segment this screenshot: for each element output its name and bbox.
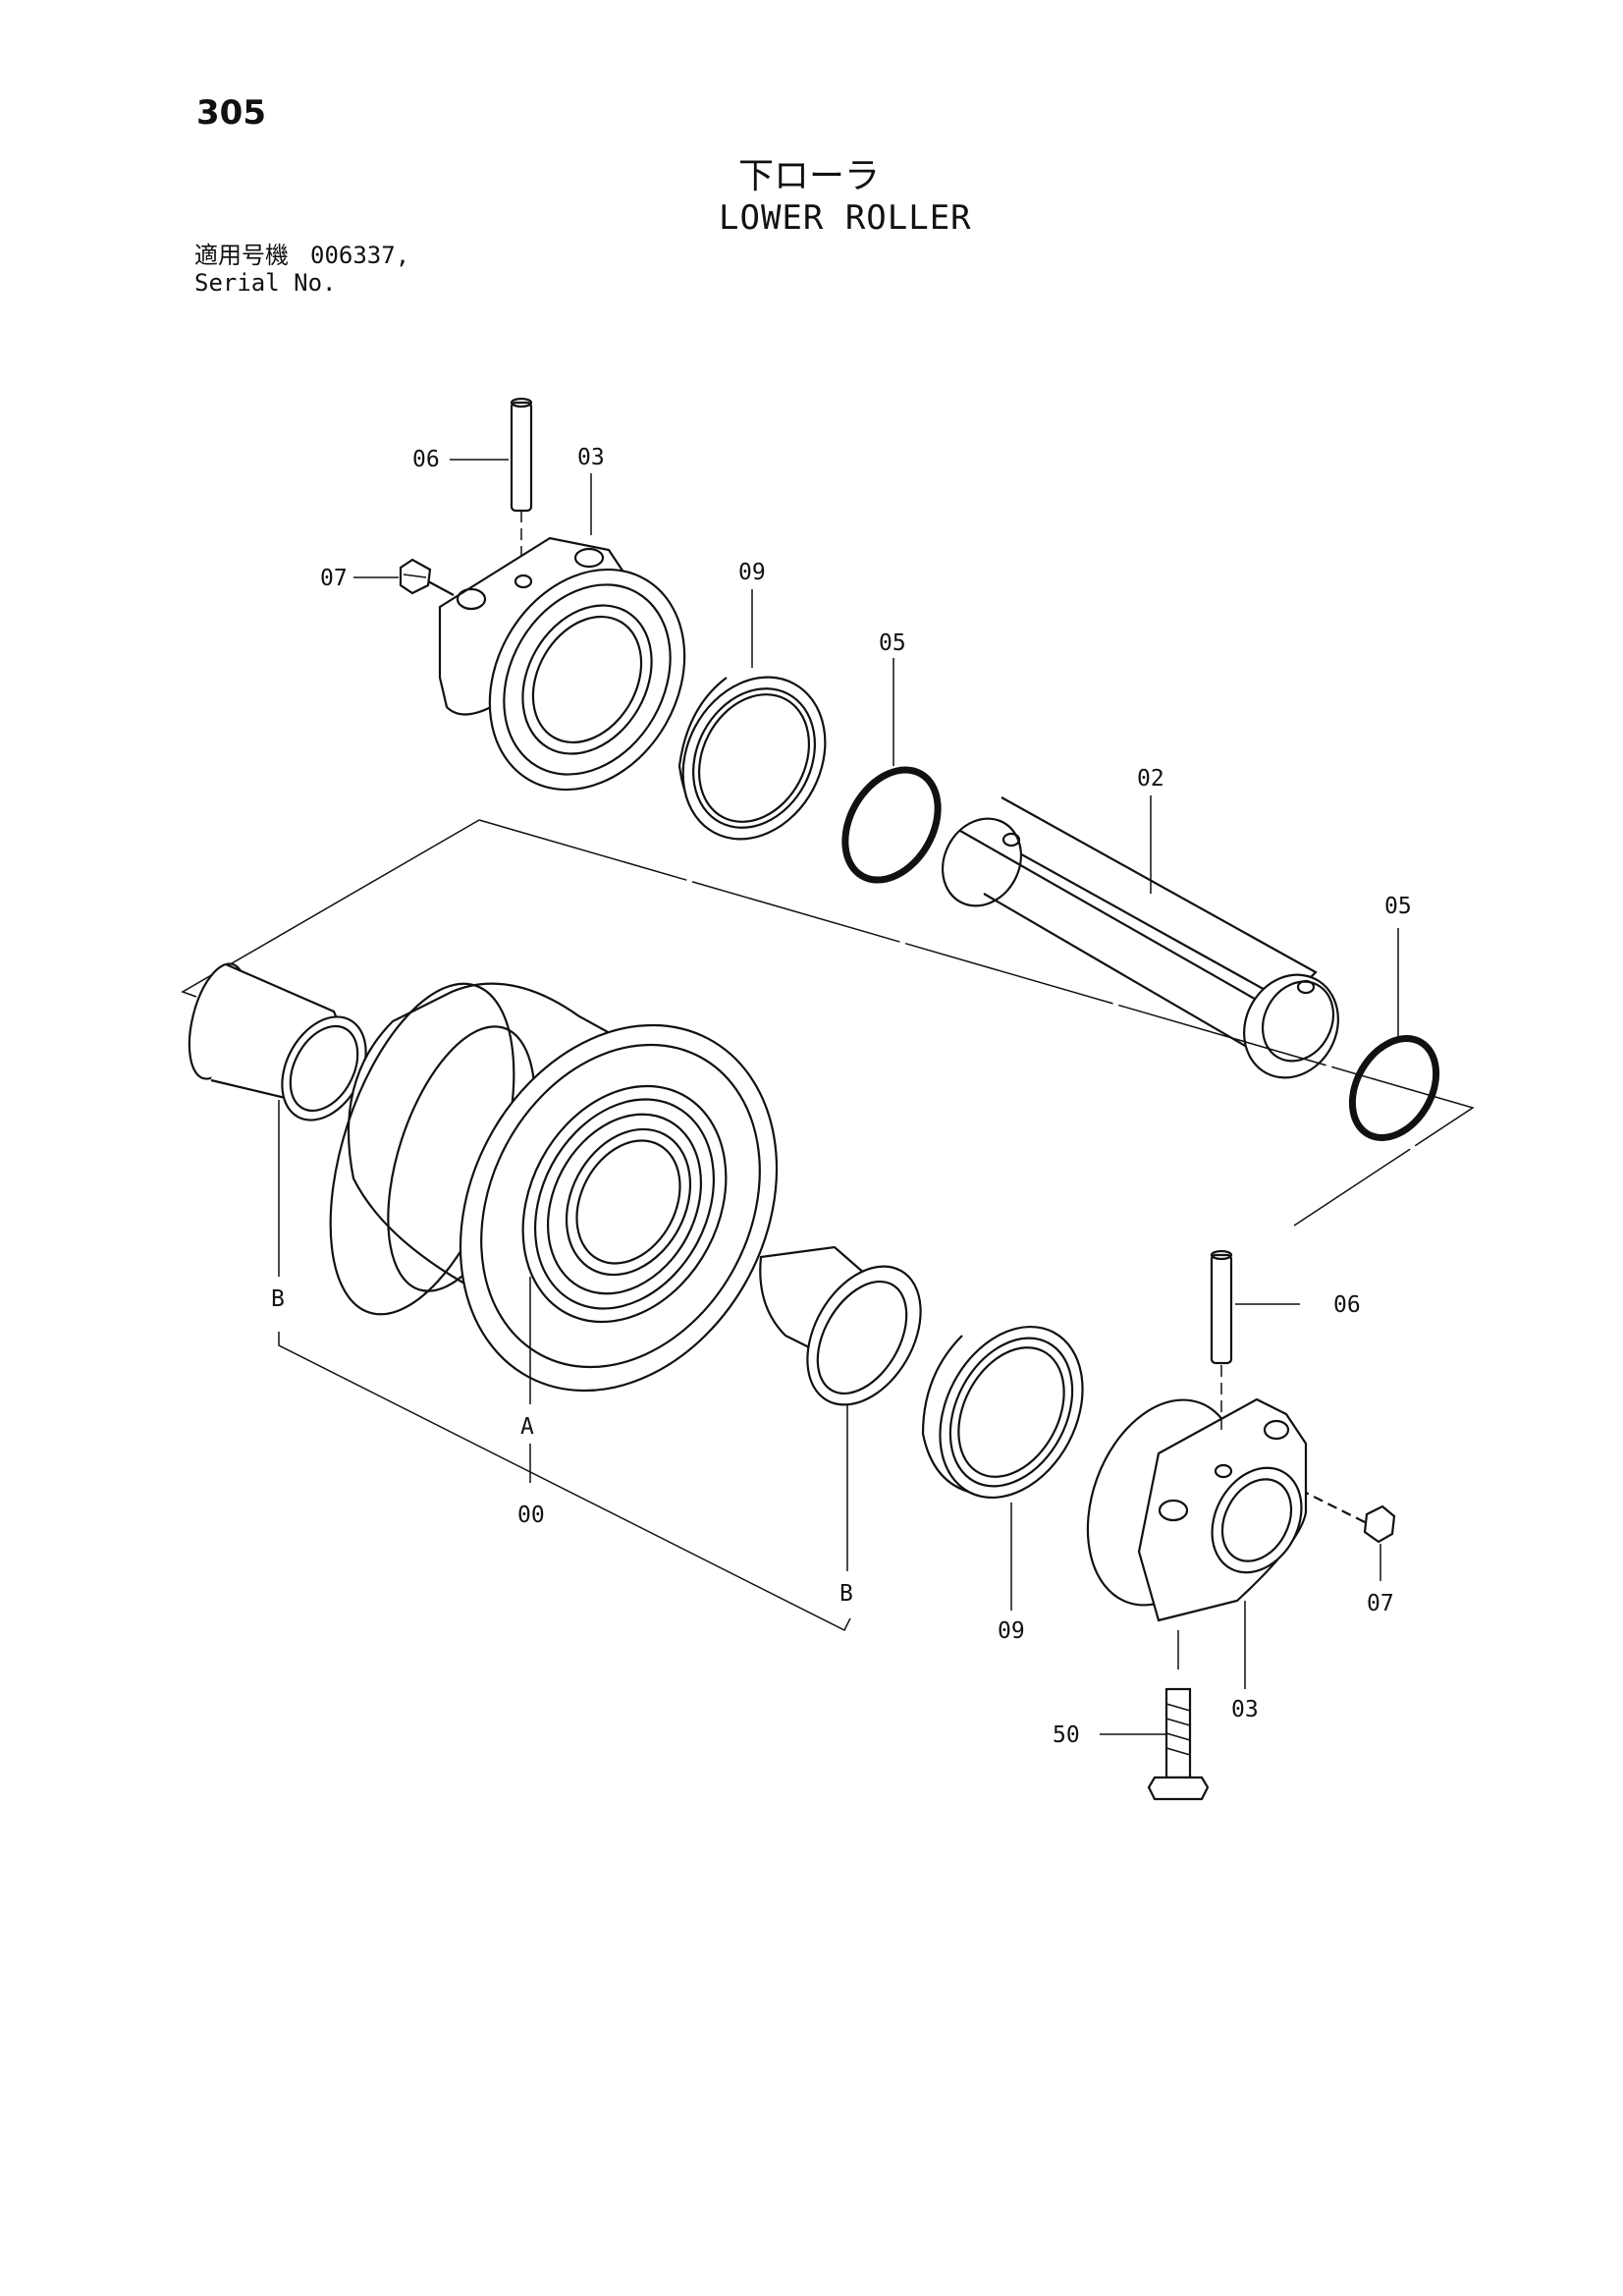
seal-09-top [677,589,827,841]
plug-07-bottom [1305,1492,1396,1544]
pin-06-top [510,397,533,589]
title-english: LOWER ROLLER [719,198,972,238]
bushing-left [188,962,367,1121]
callout-00: 00 [517,1503,545,1528]
bolt-50 [1100,1687,1210,1801]
serial-label-jp: 適用号機 [194,242,289,269]
serial-label-en: Serial No. [194,269,337,297]
callout-07-bottom: 07 [1367,1591,1394,1616]
serial-info: 適用号機 006337, Serial No. [194,242,409,297]
callout-09-bottom: 09 [998,1618,1025,1644]
alignment-frame [181,819,1475,1227]
callout-09-top: 09 [738,560,766,585]
callout-b-bottom: B [839,1581,853,1607]
bushing-center [759,1245,922,1406]
callout-50: 50 [1053,1722,1080,1748]
callout-b-left: B [271,1286,285,1312]
pin-06-bottom [1210,1249,1300,1434]
serial-row-jp: 適用号機 006337, [194,242,409,269]
callout-02: 02 [1137,766,1164,792]
roller-00 [329,982,779,1393]
callout-06-top: 06 [412,447,440,472]
oring-05-right [1348,928,1440,1141]
plug-07-top [399,558,455,596]
callout-05-top: 05 [879,630,906,656]
callout-07-top: 07 [320,566,348,591]
collar-03-top [438,536,686,792]
collar-03-bottom [1086,1397,1308,1669]
leader-lines [278,1100,1381,1689]
title-japanese: 下ローラ [738,156,881,196]
callout-06-bottom: 06 [1333,1292,1361,1318]
shaft-02 [941,795,1339,1079]
callout-03-bottom: 03 [1231,1697,1259,1722]
callout-a: A [520,1414,534,1440]
callout-03-top: 03 [577,445,605,470]
page-number: 305 [196,93,266,133]
oring-05-top [841,658,942,884]
serial-value: 006337, [310,242,410,269]
callout-05-right: 05 [1384,894,1412,919]
seal-09-bottom [921,1325,1084,1500]
